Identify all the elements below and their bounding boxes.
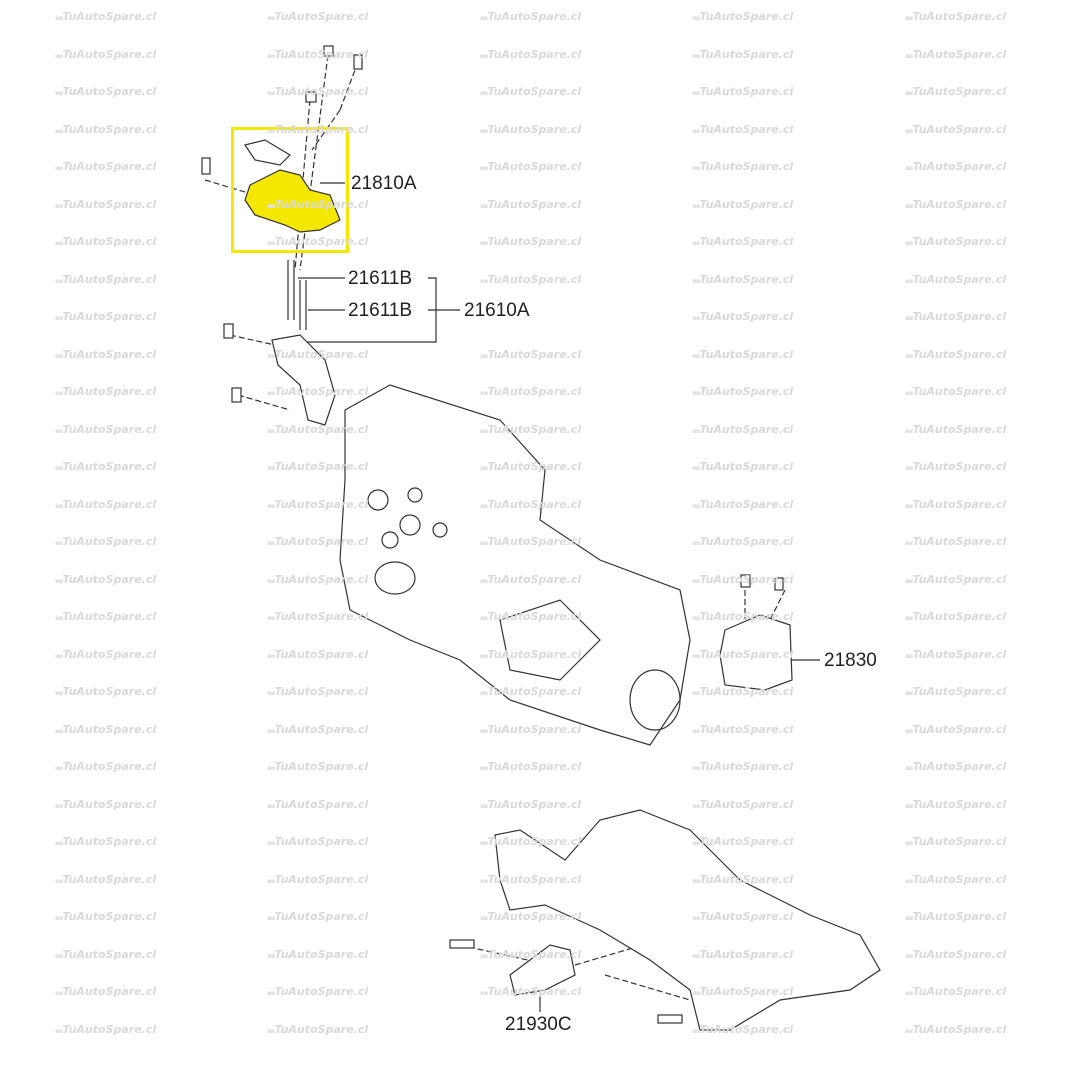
studs: [287, 260, 307, 330]
engine-assembly: [339, 384, 691, 746]
engine-details: [367, 487, 681, 731]
roll-rod-part: [509, 944, 576, 996]
part-label-21610a[interactable]: 21610A: [464, 300, 530, 322]
highlight-box: [231, 127, 349, 253]
part-label-21611b-lower[interactable]: 21611B: [348, 300, 413, 322]
part-label-21830[interactable]: 21830: [824, 650, 877, 672]
part-label-21611b-upper[interactable]: 21611B: [348, 268, 413, 290]
bracket-part: [271, 334, 336, 426]
subframe-part: [494, 809, 881, 1031]
part-label-21810a[interactable]: 21810A: [351, 173, 417, 195]
engine-mount-part: [244, 139, 341, 233]
trans-mount-part: [719, 614, 793, 691]
part-label-21930c[interactable]: 21930C: [505, 1014, 572, 1036]
